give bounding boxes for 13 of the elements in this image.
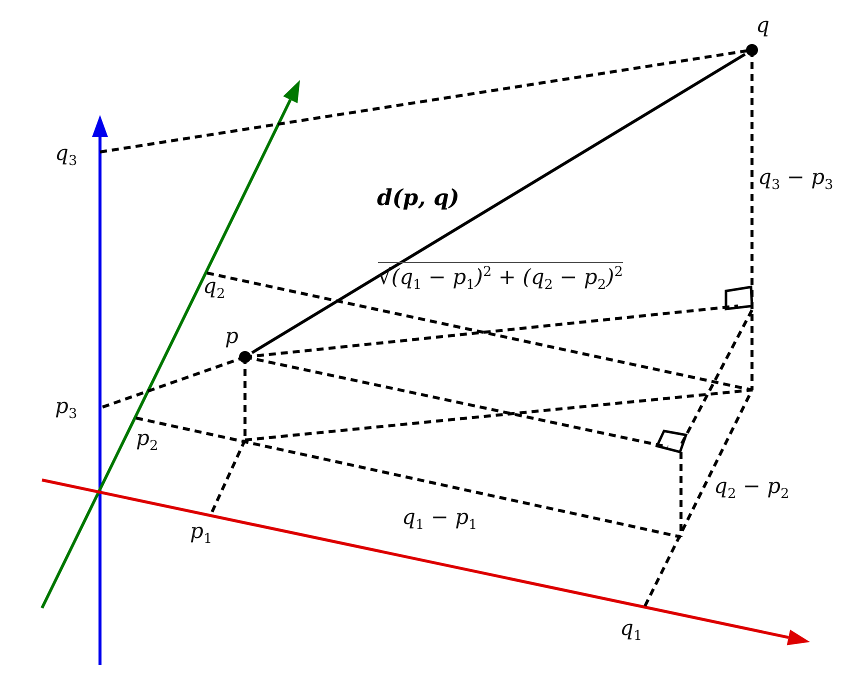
point-label: p — [225, 325, 238, 348]
dimension-label: q$_{1}$ − p$_{1}$ — [402, 506, 478, 534]
axis-tick-label: q$_{2}$ — [203, 275, 226, 302]
formula-label: √(q$_{1}$ − p$_{1}$)$^{2}$ + (q$_{2}$ − p$_{2}$)$^{2}$ — [378, 262, 623, 294]
line-segment — [251, 52, 746, 354]
dimension-label: q$_{2}$ − p$_{2}$ — [714, 475, 790, 502]
axis-tick-label: q$_{1}$ — [620, 617, 642, 644]
axis-tick-label: p$_{3}$ — [55, 395, 78, 422]
axis-tick-label: p$_{1}$ — [190, 520, 212, 548]
dimension-label: q$_{3}$ − p$_{3}$ — [758, 166, 834, 194]
point-label: q — [756, 14, 770, 38]
axis-tick-label: p$_{2}$ — [136, 427, 158, 454]
axis-tick-label: q$_{3}$ — [55, 142, 78, 170]
